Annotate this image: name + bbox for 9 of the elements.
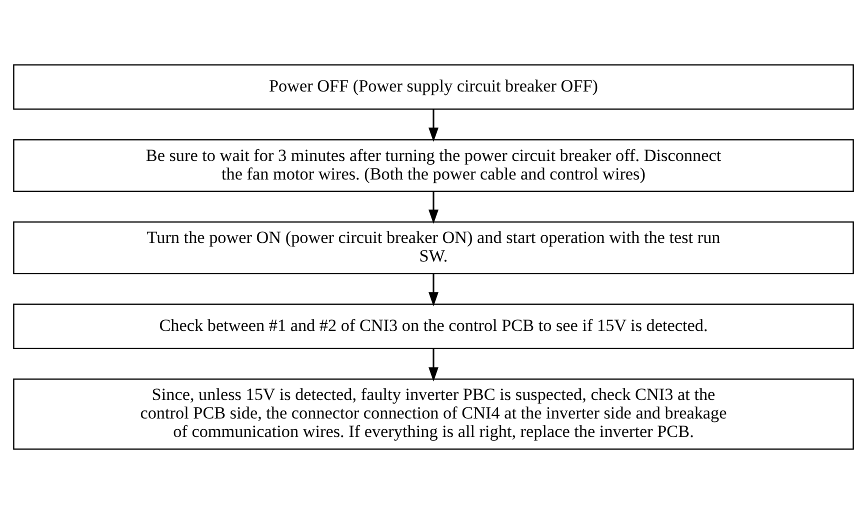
node-box: Turn the power ON (power circuit breaker ON) and start operation with the test run SW. <box>13 221 854 274</box>
node-box: Since, unless 15V is detected, faulty inverter PBC is suspected, check CNI3 at the control PCB side, the connector connection of CNI4 at the inverter side and breakage of communication wires. If everything is all right, replace the inverter PCB. <box>13 378 854 450</box>
node-box: Power OFF (Power supply circuit breaker OFF) <box>13 64 854 110</box>
node-box: Be sure to wait for 3 minutes after turning the power circuit breaker off. Disconnect the fan motor wires. (Both the power cable and control wires) <box>13 139 854 192</box>
arrow <box>428 348 438 382</box>
arrow <box>428 109 438 142</box>
node-box: Check between #1 and #2 of CNI3 on the control PCB to see if 15V is detected. <box>13 304 854 350</box>
arrow <box>428 274 438 306</box>
arrow <box>428 192 438 224</box>
